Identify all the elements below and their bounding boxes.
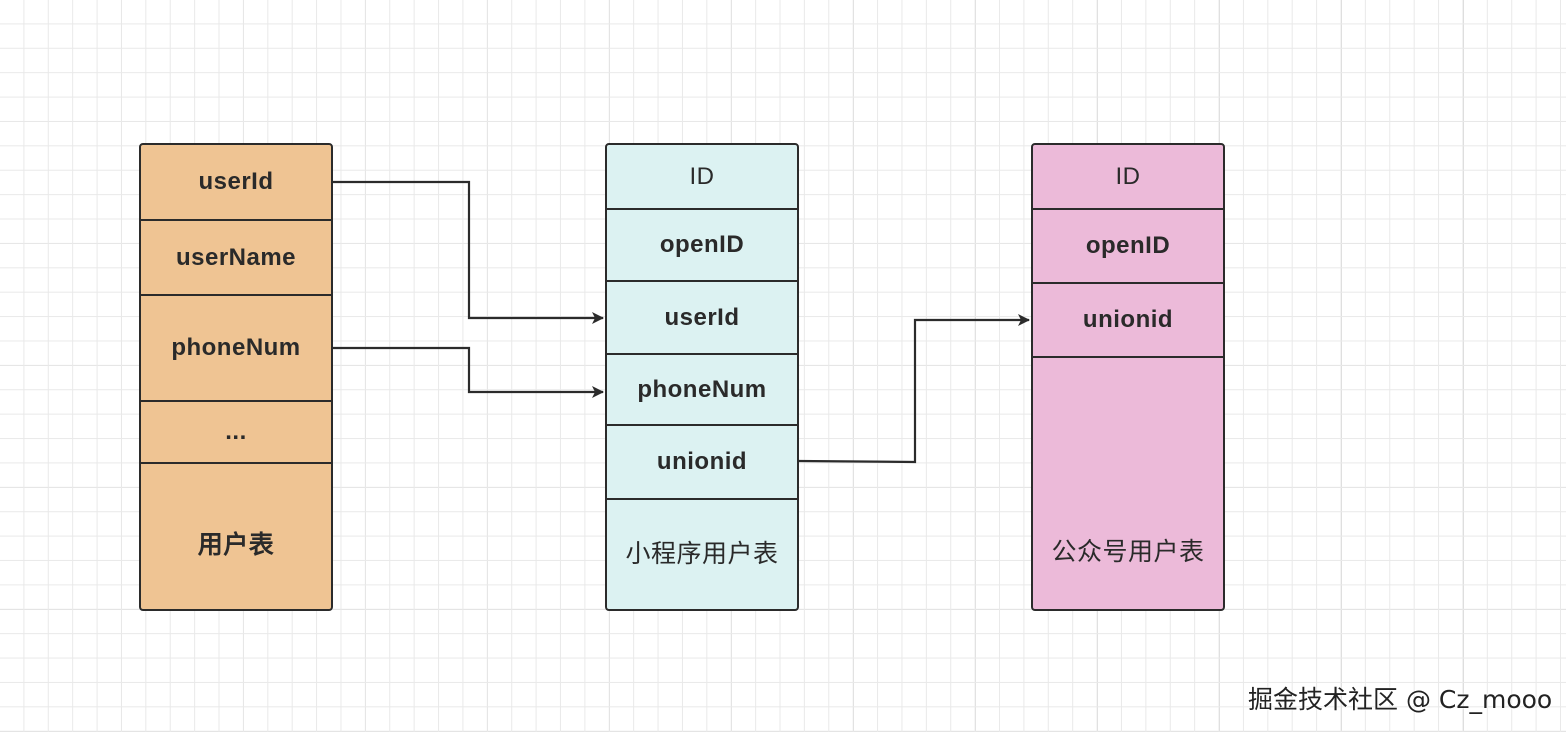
mp-table-field-openid[interactable]: openID bbox=[1033, 210, 1223, 284]
relation-arrow-unionid bbox=[798, 314, 1030, 464]
relation-arrow-phonenum bbox=[333, 346, 604, 398]
mp-table-field-id[interactable]: ID bbox=[1033, 145, 1223, 210]
user-table-field-userid[interactable]: userId bbox=[141, 145, 331, 221]
table-name: 用户表 bbox=[197, 530, 275, 559]
user-table-field-ellipsis[interactable]: ... bbox=[141, 402, 331, 464]
field-label: userId bbox=[198, 168, 274, 195]
mini-program-table: ID openID userId phoneNum unionid 小程序用户表 bbox=[605, 143, 799, 611]
mp-table-caption: 公众号用户表 bbox=[1033, 358, 1223, 609]
field-label: phoneNum bbox=[637, 375, 767, 403]
mini-table-field-unionid[interactable]: unionid bbox=[607, 426, 797, 500]
field-label: ... bbox=[225, 418, 247, 445]
mini-table-field-id[interactable]: ID bbox=[607, 145, 797, 210]
field-label: userId bbox=[664, 303, 740, 331]
user-table-caption: 用户表 bbox=[141, 464, 331, 609]
field-label: unionid bbox=[1082, 306, 1174, 333]
mini-table-field-openid[interactable]: openID bbox=[607, 210, 797, 282]
field-label: userName bbox=[175, 243, 297, 271]
field-label: openID bbox=[659, 231, 745, 258]
mini-table-caption: 小程序用户表 bbox=[607, 500, 797, 609]
field-label: unionid bbox=[656, 448, 748, 475]
user-table-field-phonenum[interactable]: phoneNum bbox=[141, 296, 331, 402]
relation-arrow-userid bbox=[333, 180, 604, 324]
field-label: ID bbox=[1115, 162, 1141, 190]
mini-table-field-phonenum[interactable]: phoneNum bbox=[607, 355, 797, 426]
mini-table-field-userid[interactable]: userId bbox=[607, 282, 797, 355]
user-table-field-username[interactable]: userName bbox=[141, 221, 331, 296]
field-label: openID bbox=[1085, 232, 1171, 259]
field-label: ID bbox=[689, 162, 715, 190]
table-name: 小程序用户表 bbox=[625, 540, 779, 568]
official-account-table: ID openID unionid 公众号用户表 bbox=[1031, 143, 1225, 611]
watermark: 掘金技术社区 @ Cz_mooo bbox=[1248, 685, 1553, 714]
table-name: 公众号用户表 bbox=[1051, 538, 1205, 566]
mp-table-field-unionid[interactable]: unionid bbox=[1033, 284, 1223, 358]
user-table: userId userName phoneNum ... 用户表 bbox=[139, 143, 333, 611]
field-label: phoneNum bbox=[171, 334, 301, 361]
